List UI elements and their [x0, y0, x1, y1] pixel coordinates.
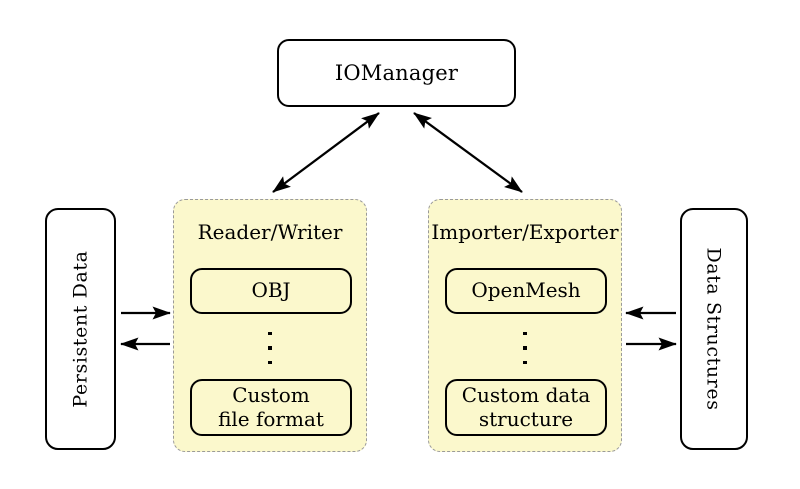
item-box-openmesh[interactable]: OpenMesh [445, 268, 607, 314]
item-box-custom-file-format-label: Custom file format [218, 382, 324, 431]
panel-reader-writer-title: Reader/Writer [197, 220, 343, 244]
ellipsis-importer-exporter [523, 332, 527, 364]
item-box-obj-label: OBJ [251, 278, 291, 303]
item-box-openmesh-label: OpenMesh [471, 278, 581, 303]
node-data-structures-label: Data Structures [703, 247, 725, 411]
panel-importer-exporter[interactable]: Importer/Exporter OpenMesh Custom data s… [428, 199, 622, 452]
node-persistent-data-label: Persistent Data [69, 250, 92, 408]
item-box-obj[interactable]: OBJ [190, 268, 352, 314]
node-iomanager[interactable]: IOManager [277, 39, 516, 107]
panel-reader-writer[interactable]: Reader/Writer OBJ Custom file format [173, 199, 367, 452]
ellipsis-reader-writer [268, 332, 272, 364]
panel-importer-exporter-title: Importer/Exporter [431, 220, 619, 244]
arrow-iomanager-importer-exporter [413, 112, 523, 193]
node-persistent-data[interactable]: Persistent Data [45, 208, 116, 450]
item-box-custom-data-structure-label: Custom data structure [461, 382, 591, 431]
item-box-custom-file-format[interactable]: Custom file format [190, 379, 352, 436]
node-data-structures[interactable]: Data Structures [680, 208, 748, 450]
arrow-iomanager-reader-writer [272, 112, 380, 193]
item-box-custom-data-structure[interactable]: Custom data structure [445, 379, 607, 436]
node-iomanager-label: IOManager [334, 61, 459, 85]
